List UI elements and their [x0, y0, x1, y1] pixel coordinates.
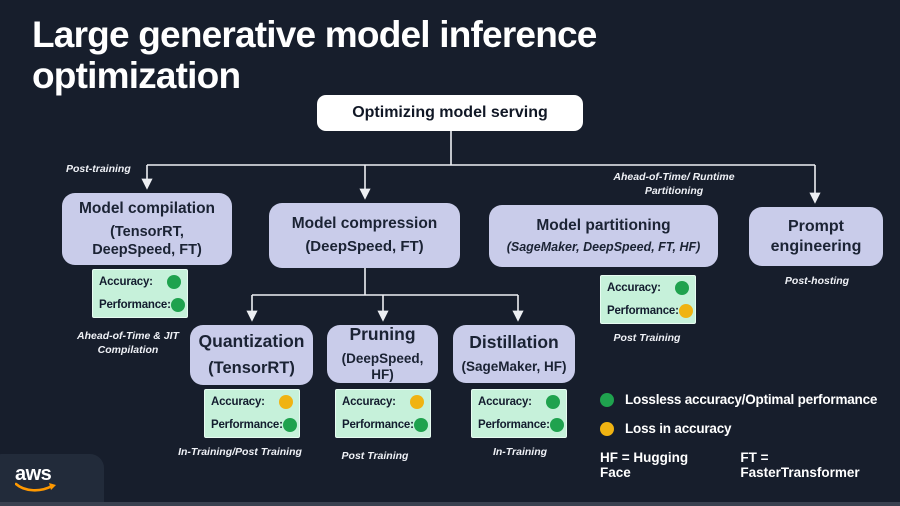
metrics-badge-distillation: Accuracy: Performance: [471, 389, 567, 438]
performance-label: Performance: [99, 299, 171, 311]
node-model-partitioning: Model partitioning (SageMaker, DeepSpeed… [489, 205, 718, 267]
aws-logo: aws [15, 464, 59, 494]
label-post-training: Post-training [66, 163, 131, 175]
legend-text: Loss in accuracy [625, 421, 732, 436]
accuracy-dot [546, 395, 560, 409]
abbreviations: HF = Hugging Face FT = FasterTransformer [600, 450, 890, 480]
node-title: Model compression [291, 214, 438, 232]
node-pruning: Pruning (DeepSpeed, HF) [327, 323, 438, 383]
node-root-label: Optimizing model serving [352, 104, 548, 121]
accuracy-dot [410, 395, 424, 409]
accuracy-dot [279, 395, 293, 409]
performance-label: Performance: [211, 419, 283, 431]
node-title: Model compilation [78, 199, 216, 217]
accuracy-label: Accuracy: [342, 396, 396, 408]
node-tools: (TensorRT, DeepSpeed, FT) [92, 224, 202, 259]
abbrev-hf: HF = Hugging Face [600, 450, 689, 480]
accuracy-label: Accuracy: [99, 276, 153, 288]
performance-label: Performance: [478, 419, 550, 431]
performance-label: Performance: [607, 305, 679, 317]
label-post-hosting: Post-hosting [784, 275, 850, 287]
bottom-bar [0, 502, 900, 506]
green-dot-icon [600, 392, 614, 407]
legend-text: Lossless accuracy/Optimal performance [625, 392, 878, 407]
metrics-badge-partitioning: Accuracy: Performance: [600, 275, 696, 324]
performance-dot [678, 304, 693, 318]
accuracy-label: Accuracy: [478, 396, 532, 408]
node-title: Quantization [198, 331, 305, 352]
metrics-badge-quantization: Accuracy: Performance: [204, 389, 300, 438]
performance-dot [282, 418, 297, 432]
performance-dot [549, 418, 564, 432]
yellow-dot-icon [600, 421, 614, 436]
accuracy-label: Accuracy: [211, 396, 265, 408]
node-model-compression: Model compression (DeepSpeed, FT) [269, 203, 460, 268]
legend-item-loss: Loss in accuracy [600, 421, 890, 436]
legend-item-lossless: Lossless accuracy/Optimal performance [600, 392, 890, 407]
performance-label: Performance: [342, 419, 414, 431]
node-tools: (DeepSpeed, FT) [305, 238, 424, 256]
node-distillation: Distillation (SageMaker, HF) [453, 325, 575, 383]
label-pruning-stage: Post Training [341, 450, 409, 462]
node-optimizing-model-serving: Optimizing model serving [317, 95, 583, 131]
node-tools: (DeepSpeed, HF) [341, 350, 424, 383]
legend: Lossless accuracy/Optimal performance Lo… [600, 392, 890, 480]
metrics-badge-compilation: Accuracy: Performance: [92, 269, 188, 318]
node-model-compilation: Model compilation (TensorRT, DeepSpeed, … [62, 193, 232, 265]
node-title: Model partitioning [536, 217, 671, 234]
accuracy-dot [675, 281, 689, 295]
aws-smile-icon [15, 482, 56, 492]
node-tools: (TensorRT) [208, 359, 295, 378]
label-aot-jit-compilation: Ahead-of-Time & JIT Compilation [77, 330, 179, 356]
node-tools: (SageMaker, HF) [461, 359, 567, 374]
node-title: Distillation [469, 332, 559, 353]
accuracy-label: Accuracy: [607, 282, 661, 294]
node-tools: (SageMaker, DeepSpeed, FT, HF) [506, 240, 701, 255]
node-title: Pruning [349, 323, 416, 344]
abbrev-ft: FT = FasterTransformer [740, 450, 860, 480]
node-quantization: Quantization (TensorRT) [190, 325, 313, 385]
label-partitioning-post-training: Post Training [613, 332, 681, 344]
aws-logo-text: aws [15, 463, 52, 485]
logo-backdrop [0, 454, 104, 506]
accuracy-dot [167, 275, 181, 289]
page-title: Large generative model inference optimiz… [32, 14, 597, 97]
label-aot-runtime-partitioning: Ahead-of-Time/ Runtime Partitioning [613, 171, 735, 197]
label-quantization-stage: In-Training/Post Training [178, 446, 302, 458]
metrics-badge-pruning: Accuracy: Performance: [335, 389, 431, 438]
node-prompt-engineering: Prompt engineering [749, 207, 883, 266]
node-title: Prompt engineering [770, 217, 862, 255]
performance-dot [413, 418, 428, 432]
performance-dot [170, 298, 185, 312]
label-distillation-stage: In-Training [492, 446, 548, 458]
